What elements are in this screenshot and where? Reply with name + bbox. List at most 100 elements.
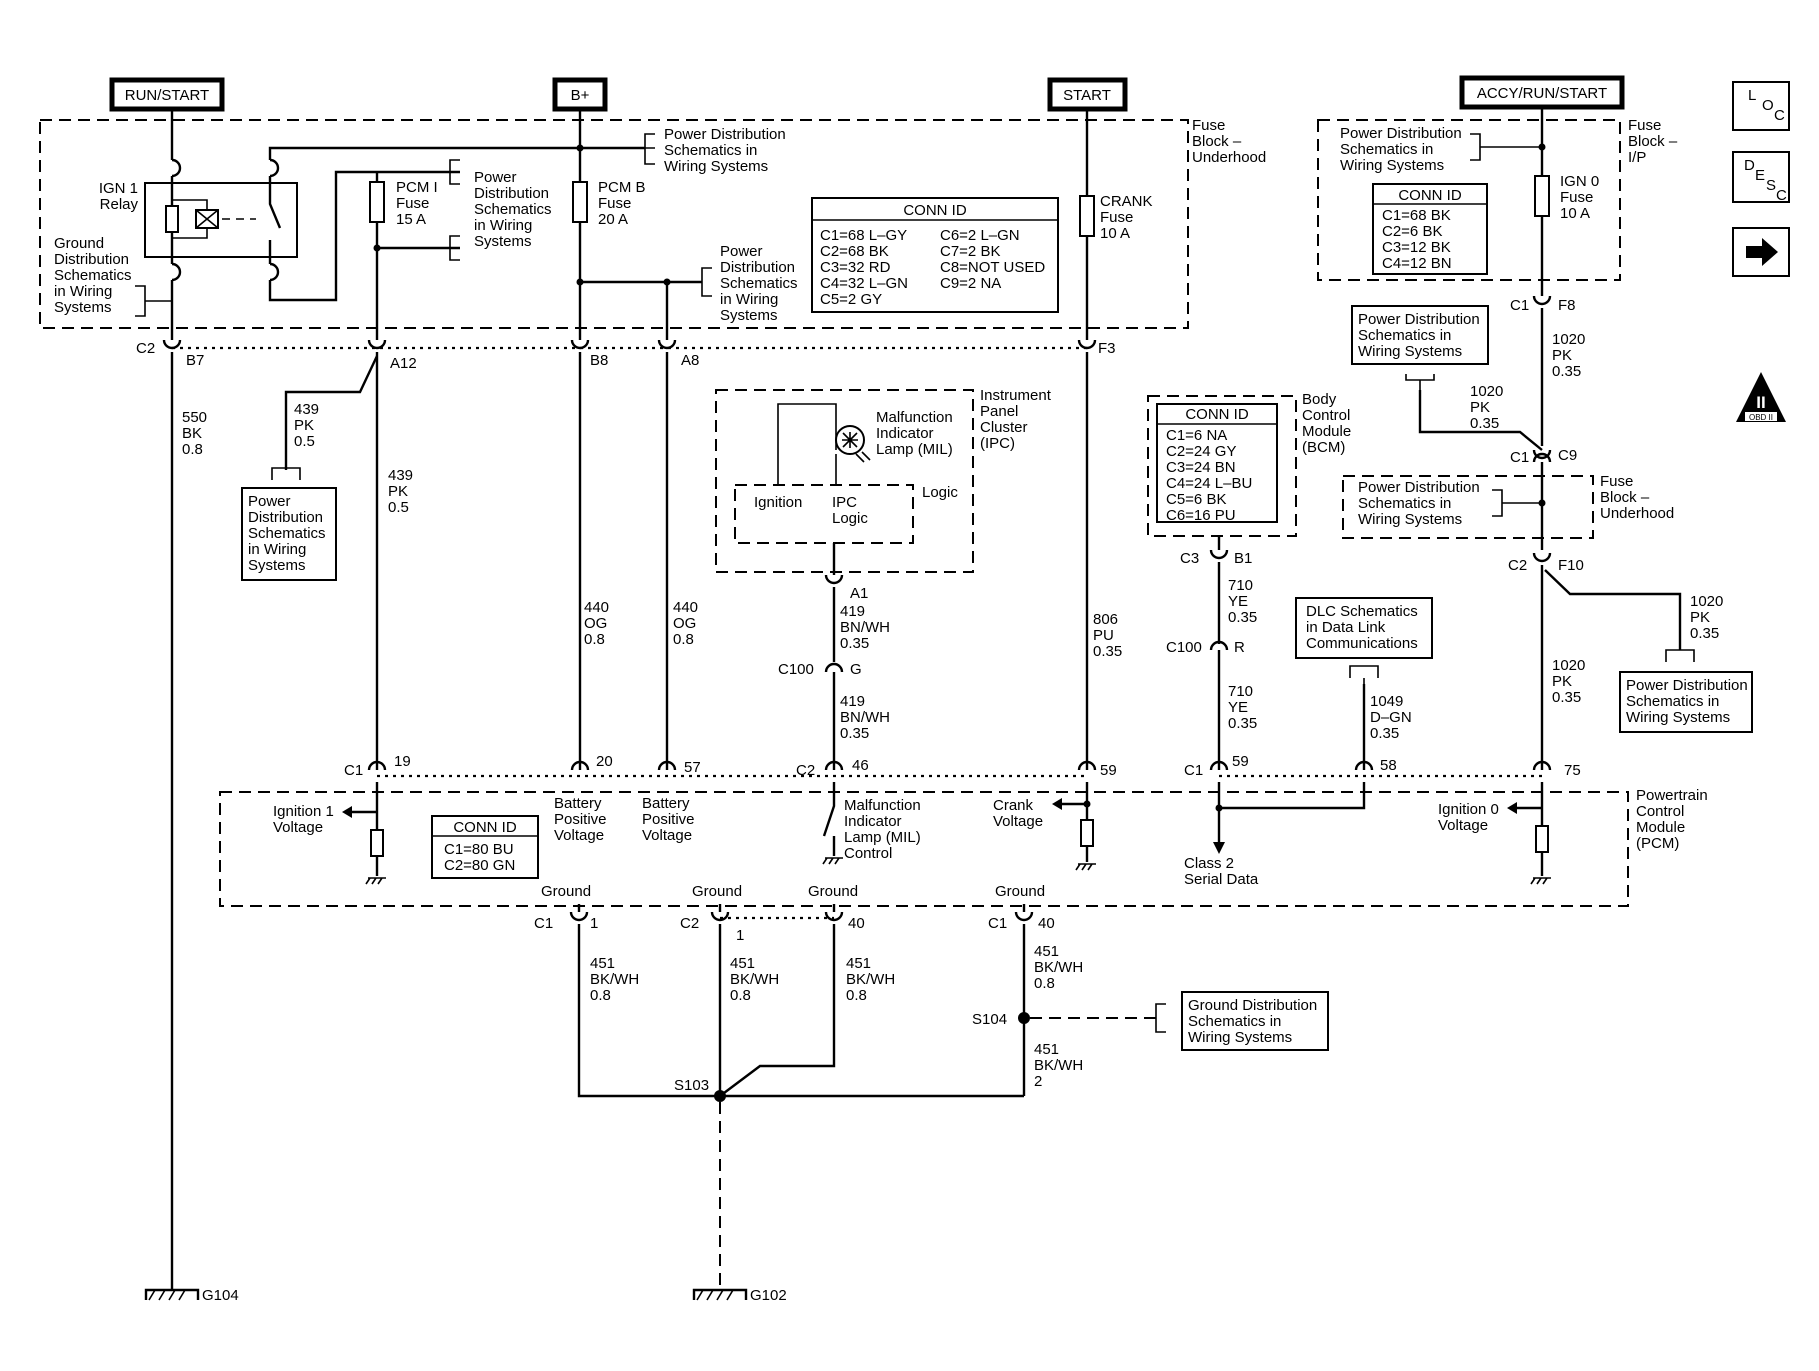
bcm-outline <box>1147 395 1297 537</box>
svg-text:Lamp (MIL): Lamp (MIL) <box>844 829 921 846</box>
fuse-block-ip-title: Fuse Block – I/P <box>1628 117 1678 166</box>
pcm-b-fuse: PCM B Fuse 20 A <box>572 144 702 340</box>
svg-text:Ground: Ground <box>808 883 858 900</box>
svg-text:B7: B7 <box>186 352 204 369</box>
svg-text:Indicator: Indicator <box>876 425 934 442</box>
svg-text:Wiring Systems: Wiring Systems <box>1340 157 1444 174</box>
desc-button[interactable]: D E S C <box>1732 151 1790 204</box>
obd-ii-icon: II OBD II <box>1736 372 1786 422</box>
svg-text:Fuse: Fuse <box>1192 117 1225 134</box>
svg-text:Schematics in: Schematics in <box>664 142 757 159</box>
svg-text:C2=80 GN: C2=80 GN <box>444 857 515 874</box>
svg-text:C6=2 L–GN: C6=2 L–GN <box>940 227 1020 244</box>
svg-text:D: D <box>1744 157 1755 174</box>
svg-text:C2=6 BK: C2=6 BK <box>1382 223 1442 240</box>
svg-text:START: START <box>1063 87 1111 104</box>
svg-text:Relay: Relay <box>100 196 139 213</box>
svg-text:0.5: 0.5 <box>294 433 315 450</box>
svg-text:Ground: Ground <box>541 883 591 900</box>
svg-text:Control: Control <box>1302 407 1350 424</box>
svg-text:B+: B+ <box>571 87 590 104</box>
svg-text:440: 440 <box>673 599 698 616</box>
svg-text:Distribution: Distribution <box>720 259 795 276</box>
svg-text:Voltage: Voltage <box>1438 817 1488 834</box>
pcm-class2-serial: Class 2 Serial Data <box>1184 782 1366 888</box>
ipc-title: Instrument Panel Cluster (IPC) <box>980 387 1052 452</box>
svg-text:in Wiring: in Wiring <box>54 283 112 300</box>
svg-text:1: 1 <box>590 915 598 932</box>
svg-text:F10: F10 <box>1558 557 1584 574</box>
svg-text:Distribution: Distribution <box>248 509 323 526</box>
svg-text:C3=32 RD: C3=32 RD <box>820 259 891 276</box>
ipc-a1-connector: A1 419 BN/WH 0.35 C100 G 419 BN/WH 0.35 <box>778 543 890 770</box>
ground-g102: G102 <box>692 1287 787 1304</box>
svg-text:G: G <box>850 661 862 678</box>
svg-text:C1: C1 <box>344 762 363 779</box>
svg-text:Class 2: Class 2 <box>1184 855 1234 872</box>
ign1-relay-label: IGN 1 Relay <box>99 180 139 213</box>
svg-text:PK: PK <box>1470 399 1490 416</box>
dlc-ref: DLC Schematics in Data Link Communicatio… <box>1295 597 1433 770</box>
svg-text:46: 46 <box>852 757 869 774</box>
svg-text:PK: PK <box>1552 347 1572 364</box>
svg-text:in Wiring: in Wiring <box>474 217 532 234</box>
svg-text:Power Distribution: Power Distribution <box>1626 677 1748 694</box>
ground-connectors: C1 1 C2 1 40 C1 40 <box>534 904 1055 1098</box>
svg-text:Cluster: Cluster <box>980 419 1028 436</box>
svg-text:(PCM): (PCM) <box>1636 835 1679 852</box>
svg-text:Ignition 1: Ignition 1 <box>273 803 334 820</box>
pcm-mil-control: Malfunction Indicator Lamp (MIL) Control <box>822 782 921 865</box>
svg-text:Fuse: Fuse <box>1600 473 1633 490</box>
splice-s103: S103 <box>674 1077 726 1290</box>
pcm-ign0-voltage: Ignition 0 Voltage <box>1438 782 1551 885</box>
svg-text:CONN ID: CONN ID <box>1185 406 1249 423</box>
start-label: START <box>1047 77 1128 112</box>
svg-text:C1=6 NA: C1=6 NA <box>1166 427 1227 444</box>
svg-text:PK: PK <box>1690 609 1710 626</box>
svg-text:Distribution: Distribution <box>474 185 549 202</box>
svg-text:Wiring Systems: Wiring Systems <box>1358 511 1462 528</box>
svg-text:Panel: Panel <box>980 403 1018 420</box>
conn-id-pcm: CONN ID C1=80 BU C2=80 GN <box>431 815 539 879</box>
svg-text:Schematics in: Schematics in <box>1358 495 1451 512</box>
fuse-block-underhood-title: Fuse Block – Underhood <box>1192 117 1266 166</box>
svg-text:Distribution: Distribution <box>54 251 129 268</box>
svg-text:Ignition 0: Ignition 0 <box>1438 801 1499 818</box>
svg-text:Malfunction: Malfunction <box>876 409 953 426</box>
fuse-block-underhood-2-outline <box>1342 475 1594 539</box>
svg-text:Ground: Ground <box>995 883 1045 900</box>
svg-text:C1: C1 <box>1510 297 1529 314</box>
pcm-ground-labels: Ground Ground Ground Ground <box>541 883 1045 900</box>
svg-text:451: 451 <box>730 955 755 972</box>
svg-text:Module: Module <box>1636 819 1685 836</box>
svg-text:Underhood: Underhood <box>1192 149 1266 166</box>
loc-button[interactable]: L O C <box>1732 81 1790 131</box>
svg-text:Schematics: Schematics <box>474 201 552 218</box>
svg-text:Power: Power <box>474 169 517 186</box>
svg-text:806: 806 <box>1093 611 1118 628</box>
svg-text:S104: S104 <box>972 1011 1007 1028</box>
svg-text:Power Distribution: Power Distribution <box>664 126 786 143</box>
svg-text:0.35: 0.35 <box>1690 625 1719 642</box>
ign1-relay <box>144 146 645 340</box>
svg-text:C4=24 L–BU: C4=24 L–BU <box>1166 475 1252 492</box>
c1-c9-connector: C1 C9 <box>1510 447 1577 550</box>
right-arrow-icon <box>1746 238 1778 266</box>
svg-text:RUN/START: RUN/START <box>125 87 209 104</box>
next-arrow-button[interactable] <box>1732 227 1790 277</box>
svg-text:Ignition: Ignition <box>754 494 802 511</box>
svg-text:710: 710 <box>1228 577 1253 594</box>
svg-text:Control: Control <box>844 845 892 862</box>
svg-text:IGN 0: IGN 0 <box>1560 173 1599 190</box>
svg-text:Block –: Block – <box>1192 133 1242 150</box>
ipc-logic-labels: Ignition IPC Logic Logic <box>754 484 958 527</box>
svg-text:1020: 1020 <box>1552 657 1585 674</box>
svg-text:0.5: 0.5 <box>388 499 409 516</box>
ign0-fuse: IGN 0 Fuse 10 A <box>1534 107 1599 296</box>
svg-text:B1: B1 <box>1234 550 1252 567</box>
svg-text:59: 59 <box>1232 753 1249 770</box>
svg-text:L: L <box>1748 87 1756 104</box>
pcm-title: Powertrain Control Module (PCM) <box>1636 787 1708 852</box>
pcm-ign1-voltage: Ignition 1 Voltage <box>273 782 386 885</box>
svg-text:C: C <box>1776 187 1787 204</box>
